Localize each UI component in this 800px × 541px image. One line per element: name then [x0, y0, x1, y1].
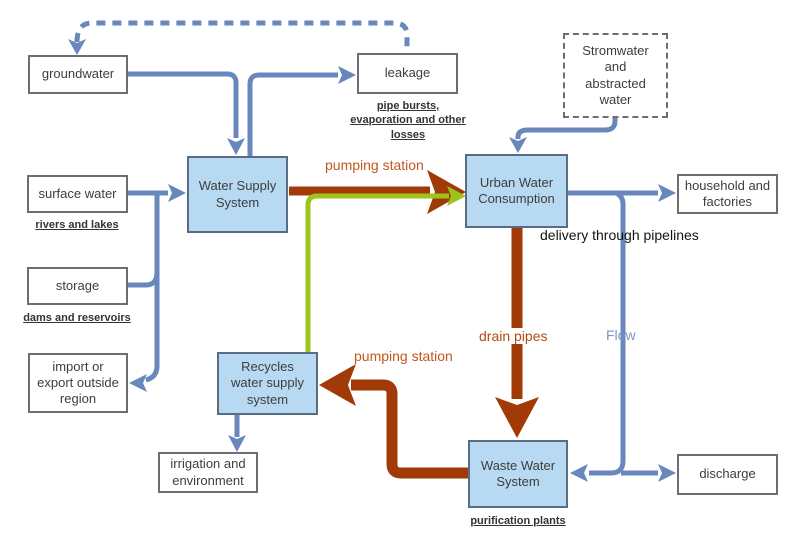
edge-groundwater-to-water-supply [128, 71, 245, 155]
label-delivery-through-pipelines: delivery through pipelines [540, 227, 699, 243]
edge-recycles-to-urban-water [305, 186, 466, 352]
edge-storage-junction [128, 271, 160, 288]
label-pumping-station-bottom: pumping station [354, 348, 453, 364]
edge-surface-water-to-water-supply [128, 184, 186, 202]
note-waste-water: purification plants [470, 515, 566, 527]
edge-flow-to-waste-water [570, 190, 626, 482]
edge-urban-water-to-household [568, 184, 676, 202]
node-irrigation-environment: irrigation and environment [158, 452, 258, 493]
node-leakage: leakage [357, 53, 458, 94]
node-urban-water-consumption: Urban Water Consumption [465, 154, 568, 228]
label-flow: Flow [606, 327, 636, 343]
edge-water-supply-to-leakage [247, 66, 356, 156]
node-recycles-water-supply: Recycles water supply system [217, 352, 318, 415]
node-discharge: discharge [677, 454, 778, 495]
edge-waste-water-to-recycles [319, 364, 468, 479]
node-household-factories: household and factories [677, 174, 778, 214]
edge-flow-to-discharge [621, 464, 676, 482]
node-surface-water: surface water [27, 175, 128, 213]
edge-leakage-to-groundwater [68, 20, 410, 55]
label-drain-pipes: drain pipes [477, 328, 550, 344]
node-stormwater: Stromwater and abstracted water [563, 33, 668, 118]
note-leakage: pipe bursts, evaporation and other losse… [350, 100, 466, 141]
node-groundwater: groundwater [28, 55, 128, 94]
label-pumping-station-top: pumping station [325, 157, 424, 173]
edge-to-import-export [129, 193, 160, 392]
note-storage: dams and reservoirs [23, 312, 131, 324]
node-storage: storage [27, 267, 128, 305]
node-water-supply-system: Water Supply System [187, 156, 288, 233]
edge-stormwater-to-urban-water [509, 118, 618, 153]
note-surface-water: rivers and lakes [35, 219, 119, 231]
node-import-export: import or export outside region [28, 353, 128, 413]
edge-water-supply-to-urban-water [289, 170, 466, 214]
edge-urban-water-to-waste-water [495, 228, 539, 438]
edge-recycles-to-irrigation [228, 415, 246, 452]
node-waste-water-system: Waste Water System [468, 440, 568, 508]
